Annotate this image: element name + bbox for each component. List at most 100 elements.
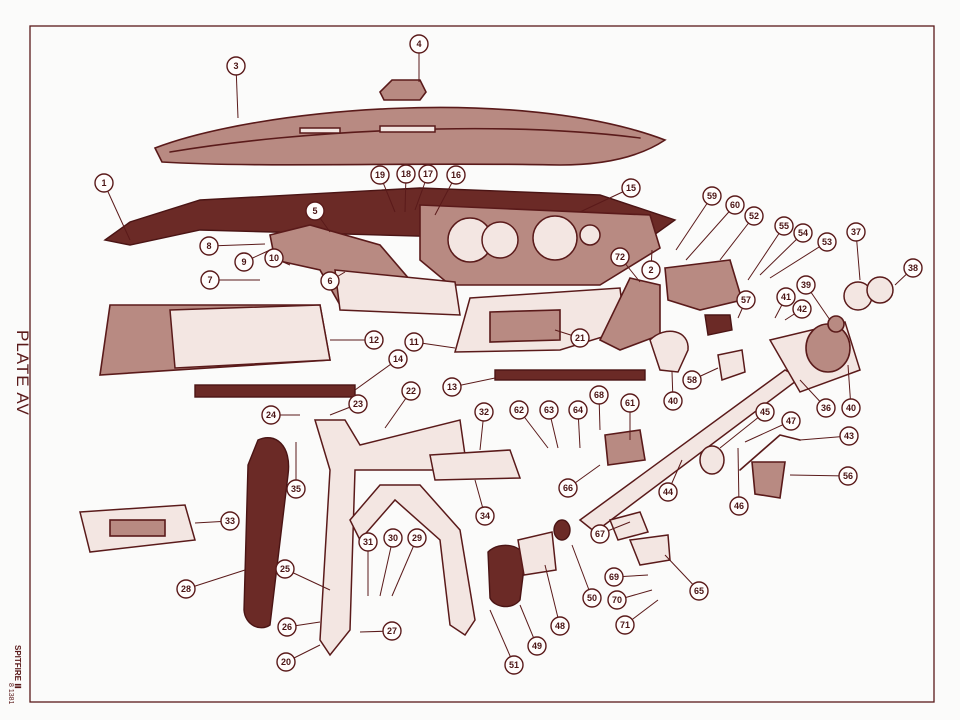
callout-bubble <box>388 349 408 369</box>
part-bush-39 <box>553 519 571 541</box>
part-ring-39 <box>827 315 845 333</box>
callout-37: 37 <box>846 222 866 281</box>
callout-51: 51 <box>489 609 524 675</box>
callout-bubble <box>621 178 641 198</box>
callout-64: 64 <box>568 400 588 449</box>
callout-number: 49 <box>532 641 542 651</box>
callout-bubble <box>261 405 281 425</box>
callout-15: 15 <box>579 178 641 213</box>
callout-28: 28 <box>176 569 246 599</box>
callout-number: 61 <box>625 398 635 408</box>
callout-47: 47 <box>744 411 801 443</box>
callout-bubble <box>689 581 709 601</box>
callout-bubble <box>475 506 495 526</box>
callout-bubble <box>474 402 494 422</box>
callout-52: 52 <box>719 206 764 261</box>
callout-bubble <box>641 260 661 280</box>
callout-number: 4 <box>416 39 421 49</box>
callout-bubble <box>568 400 588 420</box>
part-rail-14 <box>194 384 356 398</box>
callout-bubble <box>370 165 390 185</box>
callout-number: 41 <box>781 292 791 302</box>
callout-bubble <box>702 186 722 206</box>
callout-23: 23 <box>329 394 368 416</box>
callout-number: 27 <box>387 626 397 636</box>
part-holder-48 <box>517 531 557 576</box>
callout-13: 13 <box>442 377 496 397</box>
callout-bubble <box>620 393 640 413</box>
callout-bubble <box>277 617 297 637</box>
part-clip-67 <box>608 511 650 541</box>
callout-number: 13 <box>447 382 457 392</box>
callout-number: 62 <box>514 405 524 415</box>
part-ring-37b <box>866 276 894 304</box>
callout-number: 60 <box>730 200 740 210</box>
callout-number: 72 <box>615 252 625 262</box>
leader-line <box>769 241 828 279</box>
callout-25: 25 <box>275 559 331 591</box>
part-clip <box>379 79 427 101</box>
callout-bubble <box>729 496 749 516</box>
callout-10: 10 <box>264 248 291 268</box>
callout-bubble <box>550 616 570 636</box>
callout-number: 46 <box>734 501 744 511</box>
callout-32: 32 <box>474 402 494 451</box>
callout-number: 1 <box>101 178 106 188</box>
callout-bubble <box>446 165 466 185</box>
callout-bubble <box>407 528 427 548</box>
callout-number: 51 <box>509 660 519 670</box>
callout-number: 57 <box>741 295 751 305</box>
callout-bubble <box>442 377 462 397</box>
callout-number: 44 <box>663 487 673 497</box>
callout-43: 43 <box>799 426 859 446</box>
callout-number: 63 <box>544 405 554 415</box>
callout-bubble <box>570 328 590 348</box>
callout-number: 9 <box>241 257 246 267</box>
callout-bubble <box>776 287 796 307</box>
callout-bubble <box>320 271 340 291</box>
callout-26: 26 <box>277 617 321 637</box>
callout-22: 22 <box>384 381 421 429</box>
part-clamp-56 <box>751 461 786 499</box>
callout-bubble <box>817 232 837 252</box>
part-glovebox <box>99 304 331 376</box>
callout-12: 12 <box>330 330 384 350</box>
callout-bubble <box>305 201 325 221</box>
callout-bubble <box>234 252 254 272</box>
callout-bubble <box>755 402 775 422</box>
callout-number: 16 <box>451 170 461 180</box>
callout-number: 47 <box>786 416 796 426</box>
callout-bubble <box>382 621 402 641</box>
callout-bubble <box>589 385 609 405</box>
callout-48: 48 <box>544 564 570 636</box>
leader-line <box>675 195 713 251</box>
callout-number: 11 <box>409 337 419 347</box>
part-switch-panel <box>334 269 461 316</box>
callout-70: 70 <box>607 589 653 610</box>
callout-55: 55 <box>747 216 794 281</box>
callout-54: 54 <box>759 223 813 276</box>
callout-number: 17 <box>423 169 433 179</box>
callout-38: 38 <box>894 258 923 286</box>
callout-bubble <box>663 391 683 411</box>
callout-bubble <box>286 479 306 499</box>
callout-71: 71 <box>615 599 659 635</box>
callout-number: 12 <box>369 335 379 345</box>
leader-line <box>391 537 418 597</box>
part-plate-49 <box>487 544 526 608</box>
leader-line <box>185 569 246 590</box>
callout-35: 35 <box>286 442 306 499</box>
callout-number: 7 <box>207 275 212 285</box>
leader-line <box>379 537 394 597</box>
callout-46: 46 <box>729 447 749 516</box>
part-cowl-40a <box>649 330 689 373</box>
callout-number: 38 <box>908 263 918 273</box>
callout-bubble <box>793 223 813 243</box>
callout-bubble <box>199 236 219 256</box>
callout-number: 23 <box>353 399 363 409</box>
callout-number: 55 <box>779 221 789 231</box>
callout-number: 70 <box>612 595 622 605</box>
leader-line <box>544 564 561 627</box>
callout-bubble <box>364 330 384 350</box>
callout-59: 59 <box>675 186 722 251</box>
